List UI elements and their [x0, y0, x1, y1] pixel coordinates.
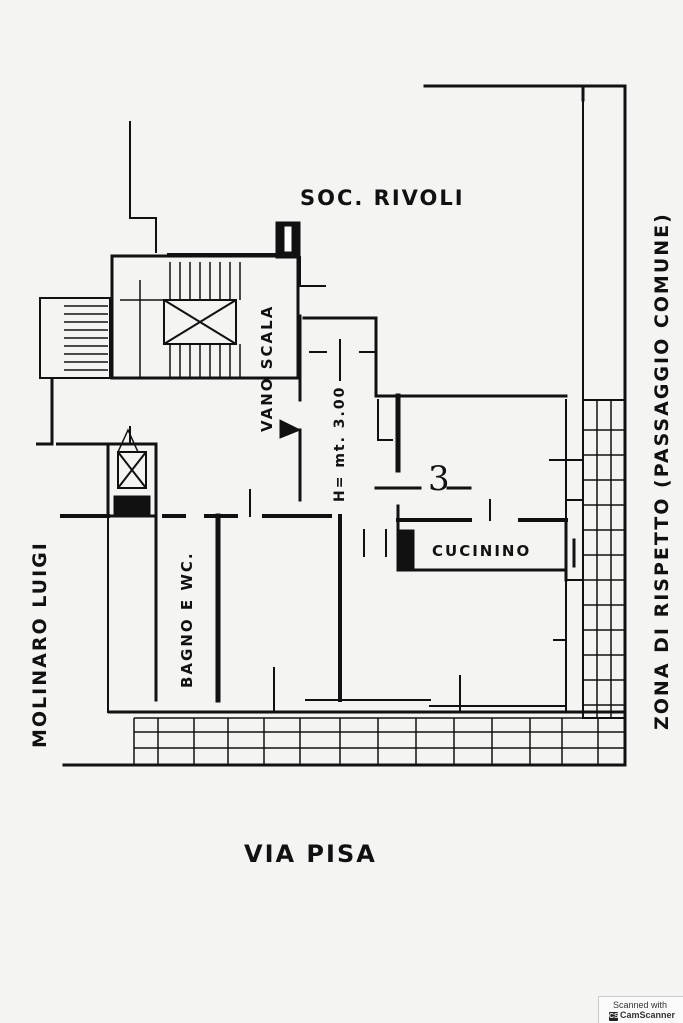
height-label: H= mt. 3.00	[332, 386, 348, 502]
street-band-hatch	[108, 710, 625, 765]
watermark-line2: CSCamScanner	[609, 1010, 675, 1021]
soc-rivoli-label: SOC. RIVOLI	[300, 186, 465, 210]
scanner-watermark: Scanned with CSCamScanner	[598, 996, 683, 1023]
zona-rispetto-label: ZONA DI RISPETTO (PASSAGGIO COMUNE)	[651, 212, 673, 730]
camscanner-icon: CS	[609, 1012, 619, 1021]
external-steps	[36, 297, 111, 446]
via-pisa-label: VIA PISA	[244, 840, 377, 868]
watermark-brand: CamScanner	[620, 1010, 676, 1020]
watermark-line1: Scanned with	[613, 1000, 668, 1010]
room-number-label: 3	[428, 459, 450, 499]
molinaro-label: MOLINARO LUIGI	[29, 541, 51, 748]
bagno-label: BAGNO E WC.	[178, 551, 196, 688]
interior-walls	[60, 314, 584, 713]
staircase	[110, 221, 326, 380]
vano-scala-label: VANO SCALA	[258, 305, 276, 432]
cucinino-label: CUCININO	[432, 542, 531, 560]
